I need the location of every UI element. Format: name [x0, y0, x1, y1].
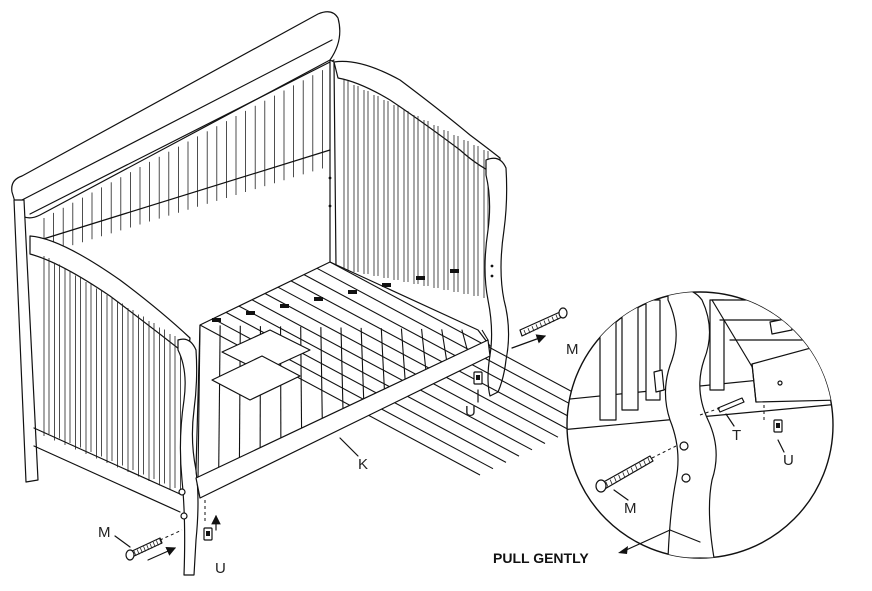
barrel-nut-icon [473, 371, 483, 385]
arrow-icon [623, 529, 671, 552]
label-k: K [358, 456, 368, 473]
label-m-detail: M [624, 500, 637, 517]
bolt-icon [125, 537, 163, 561]
magnify-detail-circle [566, 291, 834, 559]
bolt-icon [595, 455, 654, 493]
label-u-left: U [215, 560, 226, 577]
label-u-right: U [465, 403, 476, 420]
arrow-icon [511, 334, 547, 349]
label-m-left: M [98, 524, 111, 541]
label-u-detail: U [783, 452, 794, 469]
right-side-panel [328, 60, 510, 397]
label-m-right: M [566, 341, 579, 358]
label-pull-gently: PULL GENTLY [493, 550, 589, 566]
label-t: T [732, 427, 741, 444]
barrel-nut-icon [203, 527, 213, 541]
bolt-icon [519, 307, 568, 337]
arrow-icon [147, 547, 177, 561]
mattress-support-k [195, 261, 611, 499]
left-side-panel [13, 199, 199, 576]
barrel-nut-icon [773, 419, 783, 433]
back-panel [11, 11, 341, 269]
